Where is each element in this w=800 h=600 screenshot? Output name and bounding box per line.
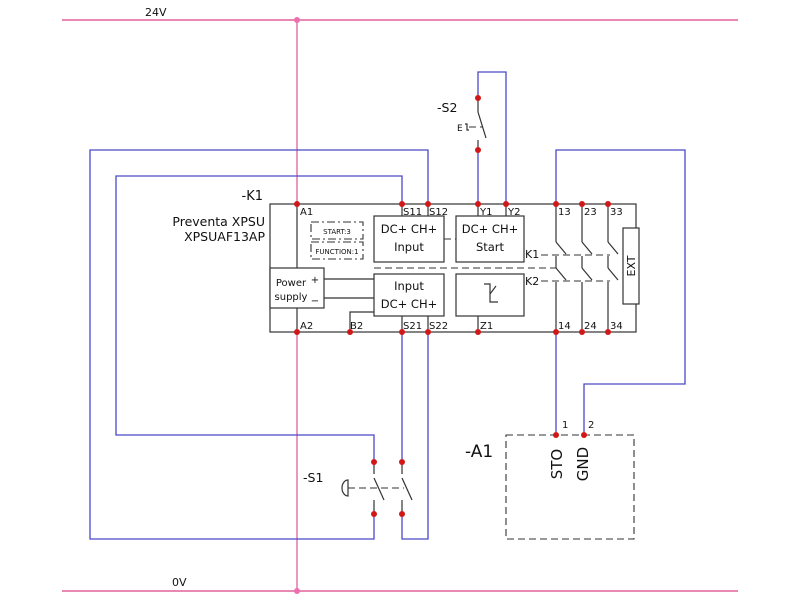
- power-supply-box: [269, 267, 325, 309]
- power-supply-label-2: supply: [275, 292, 308, 303]
- terminal-34: 34: [610, 321, 623, 332]
- terminal-a2: A2: [300, 321, 313, 332]
- wire-s12-loop: [89, 149, 429, 540]
- s1-contact-b: [401, 477, 413, 501]
- input-bottom-label-1: Input: [394, 279, 424, 293]
- node-14: [553, 329, 559, 335]
- start-switch-s2: -S2 E: [437, 98, 487, 150]
- terminal-s21: S21: [403, 321, 422, 332]
- node-s1-b-top: [399, 459, 405, 465]
- node-s1-b-bottom: [399, 511, 405, 517]
- terminal-33: 33: [610, 207, 623, 218]
- input-top-label-1: DC+ CH+: [381, 222, 438, 236]
- contact-path-33-34: [607, 204, 619, 332]
- rail-24v-label: 24V: [145, 6, 167, 19]
- wire-s11-loop: [115, 175, 403, 462]
- node-13: [553, 201, 559, 207]
- contact-path-13-14: [555, 204, 567, 332]
- emergency-stop-s1: -S1: [303, 462, 413, 514]
- s1-mushroom-head: [341, 479, 349, 497]
- node-s2-bottom: [475, 147, 481, 153]
- output-switch-blade: [489, 285, 497, 295]
- blue-wiring: [89, 71, 686, 540]
- terminal-y1: Y1: [479, 207, 492, 218]
- input-bottom-box: [373, 273, 445, 317]
- s2-tag: -S2: [437, 100, 457, 115]
- safety-module-k1: -K1 Preventa XPSU XPSUAF13AP A1 S11 S12 …: [172, 189, 640, 333]
- node-z1: [475, 329, 481, 335]
- junction-0v: [294, 588, 300, 594]
- node-a1-pin2: [581, 432, 587, 438]
- node-s2-top: [475, 95, 481, 101]
- terminal-s11: S11: [403, 207, 422, 218]
- node-a1: [294, 201, 300, 207]
- terminal-a1: A1: [300, 207, 313, 218]
- input-bottom-label-2: DC+ CH+: [381, 297, 438, 311]
- s2-contact: [477, 111, 487, 139]
- a1-sto-label: STO: [548, 449, 566, 480]
- terminal-y2: Y2: [507, 207, 520, 218]
- input-top-box: [373, 215, 445, 263]
- node-a2: [294, 329, 300, 335]
- param-function-box: [310, 241, 364, 260]
- a1-tag: -A1: [465, 442, 493, 462]
- s1-contact-a: [373, 477, 385, 501]
- param-function: FUNCTION:1: [315, 248, 358, 256]
- wire-s22: [401, 332, 429, 540]
- s2-actuator: [465, 123, 469, 131]
- module-model: XPSUAF13AP: [184, 229, 265, 244]
- node-s12: [425, 201, 431, 207]
- ext-box: [622, 227, 640, 305]
- contact-path-23-24: [581, 204, 593, 332]
- terminal-z1: Z1: [480, 321, 493, 332]
- power-minus: −: [311, 296, 319, 307]
- module-name: Preventa XPSU: [172, 214, 265, 229]
- terminal-s22: S22: [429, 321, 448, 332]
- node-s1-a-bottom: [371, 511, 377, 517]
- node-34: [605, 329, 611, 335]
- rail-0v-label: 0V: [172, 576, 187, 589]
- power-supply-label-1: Power: [276, 278, 307, 289]
- terminal-14: 14: [558, 321, 571, 332]
- power-plus: +: [311, 275, 319, 286]
- a1-gnd-label: GND: [574, 447, 592, 481]
- node-23: [579, 201, 585, 207]
- param-start-box: [310, 221, 364, 240]
- drive-a1: -A1 1 2 STO GND: [465, 420, 635, 540]
- wire-13-a1: [555, 149, 686, 432]
- input-top-label-2: Input: [394, 240, 424, 254]
- node-y1: [475, 201, 481, 207]
- node-24: [579, 329, 585, 335]
- terminal-s12: S12: [429, 207, 448, 218]
- start-label-2: Start: [476, 240, 505, 254]
- relay-k2-label: K2: [525, 275, 539, 288]
- node-s22: [425, 329, 431, 335]
- node-a1-pin1: [553, 432, 559, 438]
- b2-internal: [349, 311, 374, 332]
- junction-24v: [294, 17, 300, 23]
- a1-outline: [505, 434, 635, 540]
- a1-pin2: 2: [588, 420, 594, 431]
- node-33: [605, 201, 611, 207]
- terminal-13: 13: [558, 207, 571, 218]
- node-y2: [503, 201, 509, 207]
- s2-symbol: E: [457, 124, 463, 134]
- s1-tag: -S1: [303, 470, 323, 485]
- junction-dots: [294, 95, 611, 517]
- terminal-b2: B2: [350, 321, 363, 332]
- start-label-1: DC+ CH+: [462, 222, 519, 236]
- node-s1-a-top: [371, 459, 377, 465]
- node-s21: [399, 329, 405, 335]
- a1-pin1: 1: [562, 420, 568, 431]
- node-s11: [399, 201, 405, 207]
- node-b2: [347, 329, 353, 335]
- module-tag: -K1: [242, 189, 264, 204]
- terminal-23: 23: [584, 207, 597, 218]
- wire-y2-s2: [477, 71, 507, 204]
- ext-label: EXT: [625, 255, 638, 276]
- relay-k1-label: K1: [525, 248, 539, 261]
- terminal-24: 24: [584, 321, 597, 332]
- param-start: START:3: [323, 228, 351, 236]
